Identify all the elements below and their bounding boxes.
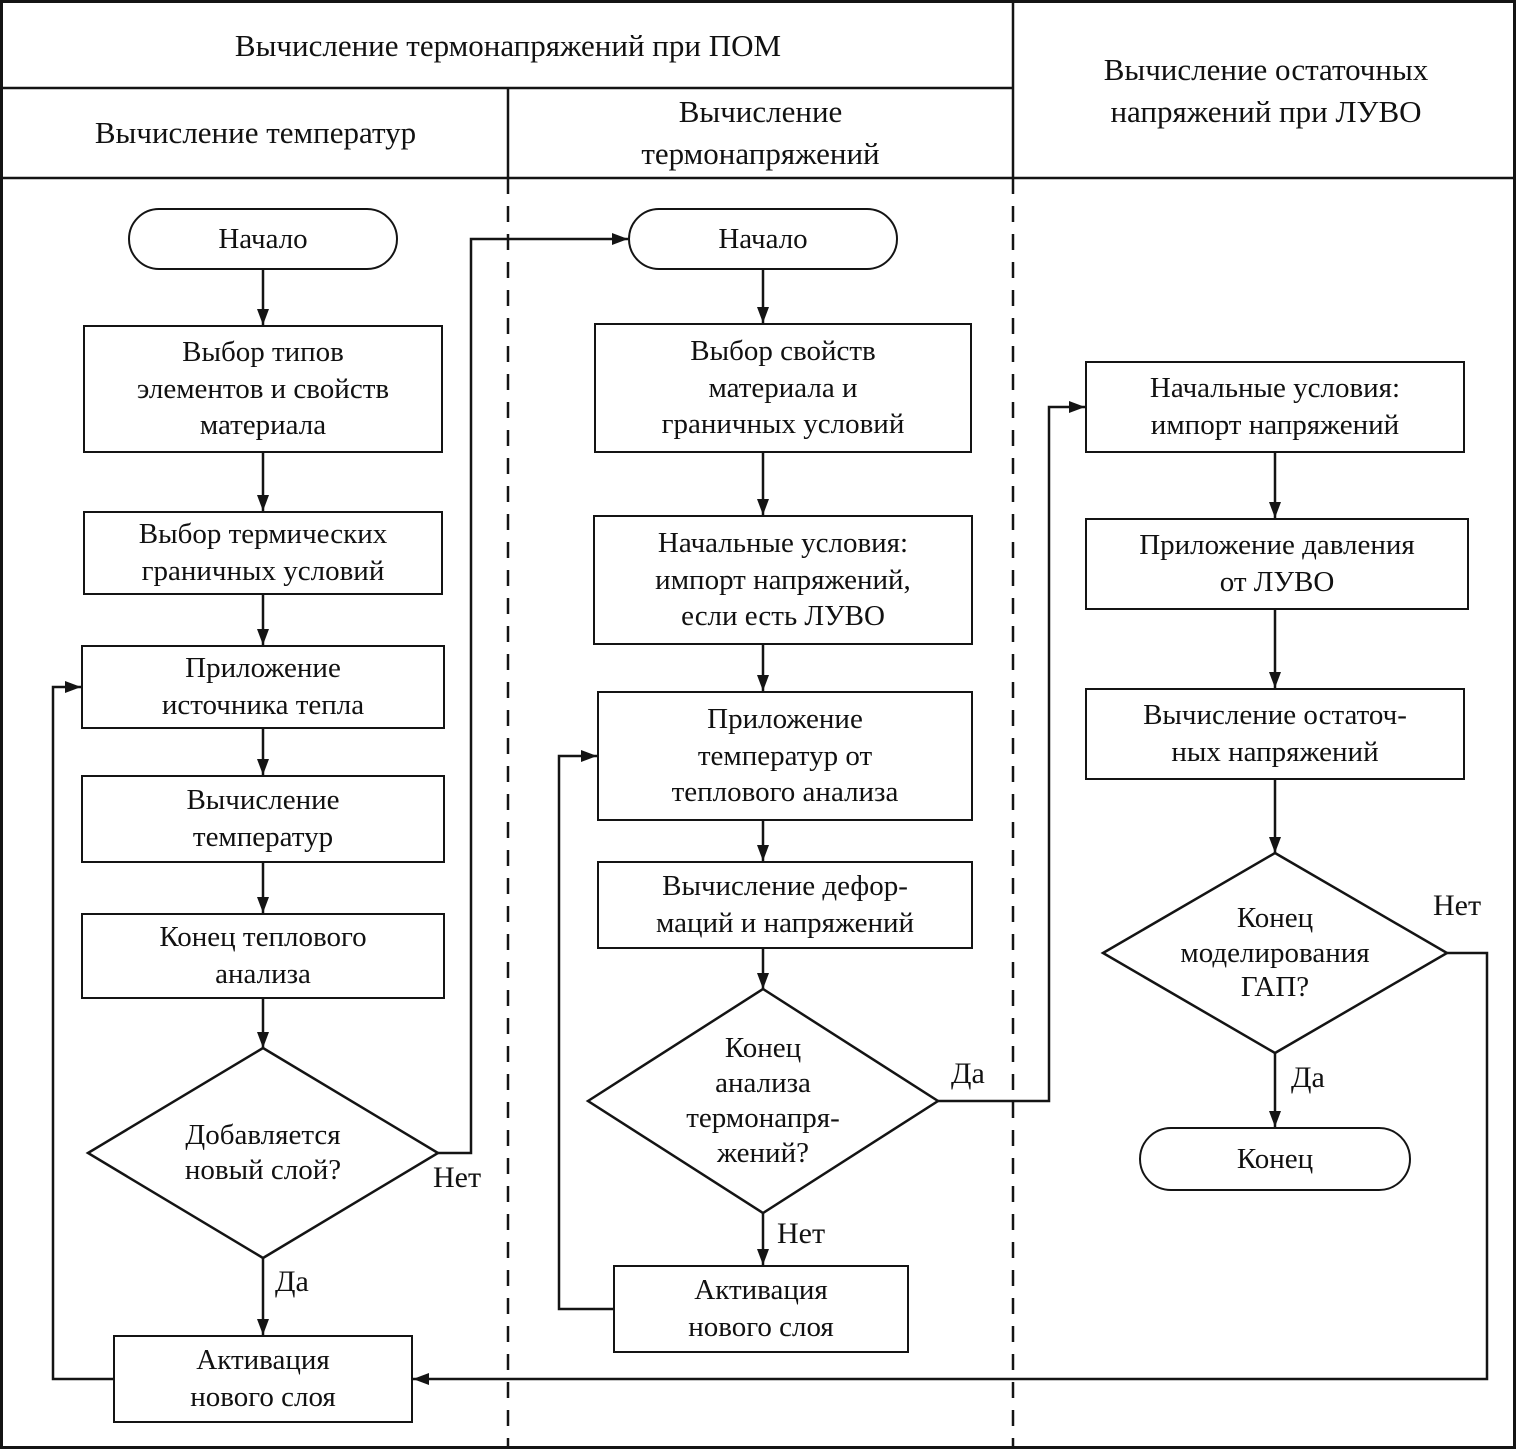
node-line: Приложение — [707, 703, 863, 736]
node-line: Активация — [694, 1274, 828, 1307]
node-middle-start: Начало — [628, 208, 898, 270]
node-line: температур от — [697, 739, 873, 772]
arrow-middle-yes-to-right-n1 — [938, 401, 1085, 1103]
node-line: нового слоя — [688, 1311, 834, 1343]
header-residual-luvo-line2: напряжений при ЛУВО — [1110, 93, 1422, 129]
node-line: источника тепла — [161, 689, 365, 721]
node-left-end-thermal-analysis: Конец теплового анализа — [81, 913, 445, 999]
node-line: Вычисление остаточ- — [1143, 699, 1407, 732]
node-line: материала — [199, 409, 327, 442]
node-line: Вычисление дефор- — [662, 870, 908, 903]
node-line: ных напряжений — [1171, 736, 1379, 768]
node-line: маций и напряжений — [655, 907, 915, 939]
node-middle-activate-new-layer: Активация нового слоя — [613, 1265, 909, 1353]
node-middle-compute-deformations-stresses: Вычисление дефор- маций и напряжений — [597, 861, 973, 949]
header-thermal-stresses: Вычисление термонапряжений — [508, 88, 1013, 178]
header-pom: Вычисление термонапряжений при ПОМ — [3, 3, 1013, 88]
arrow-middle-loop-activate-to-temps — [557, 750, 613, 1311]
node-right-end-label: Конец — [1236, 1142, 1314, 1175]
node-middle-select-material-properties: Выбор свойств материала и граничных усло… — [594, 323, 972, 453]
node-left-compute-temperatures: Вычисление температур — [81, 775, 445, 863]
node-left-thermal-boundary-conditions: Выбор термических граничных условий — [83, 511, 443, 595]
node-line: Вычисление — [186, 784, 340, 817]
node-line: Приложение — [185, 652, 341, 685]
decision-right-end-modeling-shape — [1100, 851, 1450, 1055]
node-line: Приложение давления — [1139, 529, 1415, 562]
header-residual-luvo-line1: Вычисление остаточных — [1103, 51, 1429, 87]
node-line: материала и — [708, 371, 858, 404]
label-left-no: Нет — [433, 1161, 482, 1194]
node-line: импорт напряжений — [1150, 409, 1400, 441]
decision-middle-end-analysis-shape — [585, 987, 941, 1215]
label-middle-yes: Да — [951, 1057, 985, 1090]
node-line: от ЛУВО — [1219, 566, 1335, 598]
node-line: Выбор типов — [182, 336, 344, 369]
node-line: граничных условий — [661, 408, 905, 441]
label-left-yes: Да — [275, 1265, 309, 1298]
node-line: анализа — [215, 958, 311, 990]
node-line: нового слоя — [190, 1381, 336, 1413]
node-line: Выбор термических — [138, 518, 388, 551]
node-left-start-label: Начало — [218, 222, 308, 255]
header-thermal-stresses-line1: Вычисление — [678, 94, 843, 130]
label-right-yes: Да — [1291, 1061, 1325, 1094]
header-thermal-stresses-line2: термонапряжений — [641, 136, 880, 171]
node-line: граничных условий — [141, 555, 385, 587]
node-middle-initial-conditions-import: Начальные условия: импорт напряжений, ес… — [593, 515, 973, 645]
node-left-start: Начало — [128, 208, 398, 270]
node-line: Начальные условия: — [1149, 372, 1401, 405]
arrow-left-no-to-middle-start — [438, 233, 628, 1155]
decision-left-new-layer-shape — [85, 1046, 441, 1260]
node-line: Активация — [196, 1344, 330, 1377]
header-pom-text: Вычисление термонапряжений при ПОМ — [234, 27, 782, 63]
node-left-activate-new-layer: Активация нового слоя — [113, 1335, 413, 1423]
arrow-right-no-to-left-activate — [413, 951, 1489, 1385]
node-line: Выбор свойств — [690, 335, 876, 368]
node-right-initial-conditions-import: Начальные условия: импорт напряжений — [1085, 361, 1465, 453]
node-middle-apply-temperatures: Приложение температур от теплового анали… — [597, 691, 973, 821]
node-line: если есть ЛУВО — [681, 600, 885, 633]
header-residual-luvo: Вычисление остаточных напряжений при ЛУВ… — [1013, 3, 1513, 178]
header-temperatures: Вычисление температур — [3, 88, 508, 178]
label-middle-no: Нет — [777, 1217, 826, 1250]
node-line: Начальные условия: — [657, 527, 909, 560]
node-right-apply-luvo-pressure: Приложение давления от ЛУВО — [1085, 518, 1469, 610]
node-left-select-element-types: Выбор типов элементов и свойств материал… — [83, 325, 443, 453]
header-temperatures-text: Вычисление температур — [94, 115, 417, 151]
node-line: Конец теплового — [159, 921, 367, 954]
node-right-end: Конец — [1139, 1127, 1411, 1191]
node-line: теплового анализа — [671, 776, 899, 809]
connector-layer — [3, 3, 1513, 1446]
node-line: элементов и свойств — [136, 372, 390, 405]
node-middle-start-label: Начало — [718, 222, 808, 255]
node-line: импорт напряжений, — [655, 563, 911, 596]
node-left-apply-heat-source: Приложение источника тепла — [81, 645, 445, 729]
arrow-left-loop-activate-to-heat — [51, 681, 113, 1381]
node-right-compute-residual-stresses: Вычисление остаточ- ных напряжений — [1085, 688, 1465, 780]
node-line: температур — [192, 821, 334, 853]
label-right-no: Нет — [1433, 889, 1482, 922]
